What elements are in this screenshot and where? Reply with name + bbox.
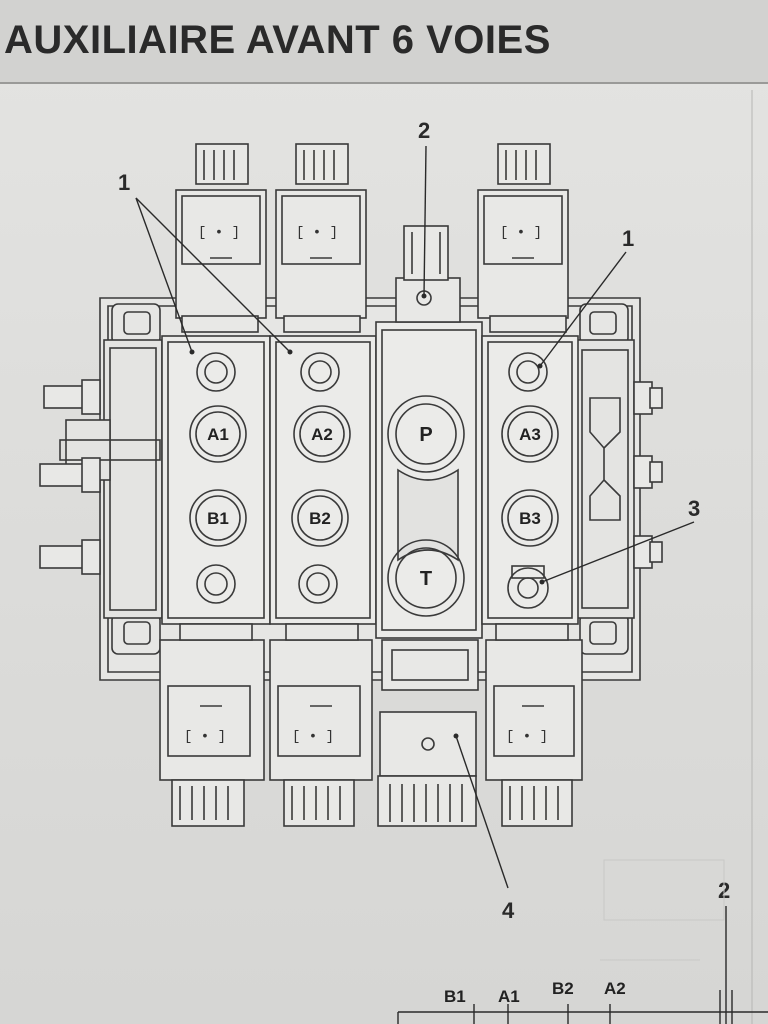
left-bolt (39, 457, 101, 493)
right-bolt (633, 381, 663, 415)
solenoid-connector-icon: [ • ] (292, 705, 334, 745)
spool-cap-icon (300, 352, 340, 392)
inlet-section (375, 225, 483, 827)
port-b3-ring (501, 489, 559, 547)
right-bolt (633, 455, 663, 489)
solenoid-connector-icon: [ • ] (184, 705, 226, 745)
svg-text:[ • ]: [ • ] (184, 729, 226, 745)
port-label-p: P (419, 424, 432, 446)
right-end-plate (575, 339, 635, 619)
callout-1-right: 1 (622, 226, 634, 251)
port-label-a3: A3 (519, 425, 541, 444)
port-b1-ring (189, 489, 247, 547)
port-a3-ring (501, 405, 559, 463)
left-bolt (43, 379, 101, 415)
port-label-b3: B3 (519, 509, 541, 528)
port-p-ring (387, 395, 465, 473)
check-valve-icon (507, 565, 549, 609)
svg-text:[ • ]: [ • ] (292, 729, 334, 745)
port-a2-ring (293, 405, 351, 463)
svg-text:[ • ]: [ • ] (506, 729, 548, 745)
callout-1-left: 1 (118, 170, 130, 195)
svg-text:[ • ]: [ • ] (198, 225, 240, 241)
cartridge-screw-icon (421, 737, 435, 751)
callout-leaders (135, 145, 727, 1024)
valve-section-3 (477, 143, 583, 827)
callout-3: 3 (688, 496, 700, 521)
schematic-label: B2 (552, 979, 574, 998)
svg-text:[ • ]: [ • ] (296, 225, 338, 241)
hydraulic-schematic-fragment (397, 990, 768, 1024)
port-t-ring (387, 539, 465, 617)
port-label-a1: A1 (207, 425, 229, 444)
port-a1-ring (189, 405, 247, 463)
ghost-print (600, 859, 725, 961)
solenoid-connector-icon: [ • ] (506, 705, 548, 745)
spool-cap-icon (196, 564, 236, 604)
spool-cap-icon (298, 564, 338, 604)
valve-section-2 (269, 143, 377, 827)
spool-cap-icon (196, 352, 236, 392)
port-b2-ring (291, 489, 349, 547)
spool-cap-icon (508, 352, 548, 392)
port-label-a2: A2 (311, 425, 333, 444)
callout-2-top: 2 (418, 118, 430, 143)
leader-endpoint-icon (189, 293, 545, 739)
schematic-label: B1 (444, 987, 466, 1006)
port-label-b1: B1 (207, 509, 229, 528)
title-rule (0, 82, 768, 84)
left-bolt (39, 539, 101, 575)
solenoid-connector-icon: [ • ] (296, 225, 338, 259)
schematic-label: A1 (498, 987, 520, 1006)
valve-section-1 (159, 143, 271, 827)
title-band (0, 0, 768, 84)
page-title: AUXILIAIRE AVANT 6 VOIES (4, 18, 551, 62)
solenoid-connector-icon: [ • ] (198, 225, 240, 259)
solenoid-connector-icon: [ • ] (500, 225, 542, 259)
port-label-b2: B2 (309, 509, 331, 528)
callout-4: 4 (502, 898, 515, 923)
port-label-t: T (420, 568, 432, 590)
svg-text:[ • ]: [ • ] (500, 225, 542, 241)
schematic-label: A2 (604, 979, 626, 998)
